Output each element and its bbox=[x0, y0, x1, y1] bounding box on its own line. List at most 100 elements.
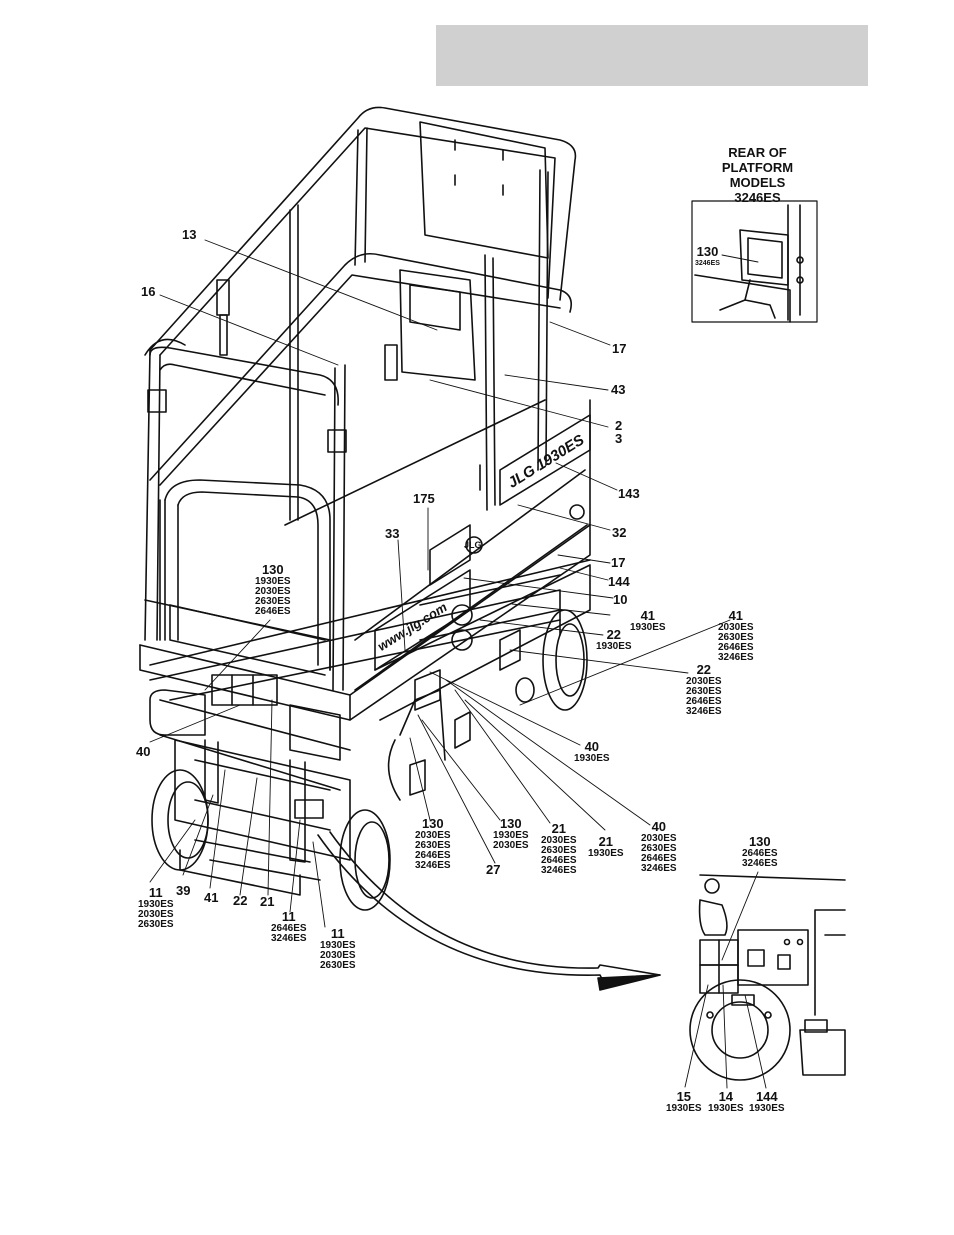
guard-rail bbox=[144, 106, 577, 691]
callout-model: 2630ES bbox=[255, 596, 291, 607]
callout-model: 2030ES bbox=[686, 676, 722, 687]
callout-number: 40 bbox=[136, 744, 151, 759]
callout-model: 2630ES bbox=[718, 632, 754, 643]
callout-c41c: 41 bbox=[204, 891, 218, 905]
callout-number: 22 bbox=[233, 893, 248, 908]
callout-number: 32 bbox=[612, 525, 627, 540]
callout-model: 2630ES bbox=[415, 840, 451, 851]
callout-number: 17 bbox=[611, 555, 626, 570]
detail-arrow bbox=[317, 831, 661, 991]
callout-number: 144 bbox=[755, 1089, 778, 1104]
callout-c10: 10 bbox=[613, 593, 627, 607]
callout-model: 3246ES bbox=[718, 652, 754, 663]
callout-number: 43 bbox=[611, 382, 626, 397]
callout-model: 1930ES bbox=[255, 576, 291, 587]
callout-number: 21 bbox=[260, 894, 275, 909]
callout-number: 144 bbox=[608, 574, 630, 589]
callout-model: 3246ES bbox=[695, 260, 720, 267]
callout-number: 130 bbox=[748, 834, 771, 849]
callout-number: 175 bbox=[413, 491, 435, 506]
callout-number: 15 bbox=[676, 1089, 692, 1104]
callout-model: 2646ES bbox=[541, 855, 577, 866]
callout-number: 21 bbox=[598, 834, 614, 849]
callout-model: 3246ES bbox=[415, 860, 451, 871]
callout-number: 39 bbox=[176, 883, 191, 898]
callout-model: 3246ES bbox=[742, 858, 778, 869]
callout-model: 1930ES bbox=[574, 753, 610, 764]
callout-model: 2646ES bbox=[255, 606, 291, 617]
callout-model: 2646ES bbox=[641, 853, 677, 864]
callout-model: 2630ES bbox=[686, 686, 722, 697]
callout-c17b: 17 bbox=[611, 556, 625, 570]
chassis-detail bbox=[689, 874, 846, 1081]
callout-model: 1930ES bbox=[708, 1103, 744, 1114]
callout-model: 2630ES bbox=[320, 960, 356, 971]
callout-model: 1930ES bbox=[596, 641, 632, 652]
callout-c2: 2 bbox=[615, 419, 622, 433]
callout-number: 130 bbox=[421, 816, 444, 831]
logo-decal: JLG bbox=[464, 540, 482, 550]
callout-model: 1930ES bbox=[666, 1103, 702, 1114]
callout-number: 41 bbox=[728, 608, 744, 623]
callout-model: 1930ES bbox=[320, 940, 356, 951]
callout-number: 130 bbox=[696, 244, 719, 259]
callout-c32: 32 bbox=[612, 526, 626, 540]
callout-c144: 144 bbox=[608, 575, 630, 589]
callout-number: 21 bbox=[551, 821, 567, 836]
callout-number: 17 bbox=[612, 341, 627, 356]
callout-number: 27 bbox=[486, 862, 501, 877]
callout-model: 2030ES bbox=[415, 830, 451, 841]
callout-number: 16 bbox=[141, 284, 156, 299]
callout-model: 1930ES bbox=[630, 622, 666, 633]
callout-model: 1930ES bbox=[588, 848, 624, 859]
callout-model: 2646ES bbox=[415, 850, 451, 861]
callout-model: 2630ES bbox=[641, 843, 677, 854]
callout-number: 41 bbox=[640, 608, 656, 623]
inset-title-line-2: PLATFORM bbox=[721, 160, 794, 175]
callout-c16: 16 bbox=[141, 285, 155, 299]
callout-number: 22 bbox=[606, 627, 622, 642]
callout-c3: 3 bbox=[615, 432, 622, 446]
callout-model: 2646ES bbox=[742, 848, 778, 859]
leader-lines bbox=[149, 239, 767, 1089]
header-band bbox=[436, 25, 868, 86]
callout-model: 2030ES bbox=[493, 840, 529, 851]
callout-c21c: 21 bbox=[260, 895, 274, 909]
callout-model: 2030ES bbox=[641, 833, 677, 844]
callout-number: 143 bbox=[618, 486, 640, 501]
callout-number: 40 bbox=[651, 819, 667, 834]
callout-model: 2030ES bbox=[320, 950, 356, 961]
callout-c175: 175 bbox=[413, 492, 435, 506]
callout-model: 3246ES bbox=[271, 933, 307, 944]
platform-deck bbox=[139, 399, 591, 721]
callout-c17a: 17 bbox=[612, 342, 626, 356]
callout-number: 33 bbox=[385, 526, 400, 541]
callout-model: 2030ES bbox=[138, 909, 174, 920]
callout-c40a: 40 bbox=[136, 745, 150, 759]
callout-model: 3246ES bbox=[686, 706, 722, 717]
callout-number: 22 bbox=[696, 662, 712, 677]
callout-model: 2030ES bbox=[541, 835, 577, 846]
inset-title-line-4: 3246ES bbox=[734, 190, 781, 205]
callout-model: 2630ES bbox=[138, 919, 174, 930]
callout-model: 2630ES bbox=[541, 845, 577, 856]
callout-model: 2646ES bbox=[271, 923, 307, 934]
callout-model: 1930ES bbox=[493, 830, 529, 841]
callout-c22c: 22 bbox=[233, 894, 247, 908]
callout-number: 10 bbox=[613, 592, 628, 607]
callout-c39: 39 bbox=[176, 884, 190, 898]
inset-title-line-1: REAR OF bbox=[728, 145, 787, 160]
